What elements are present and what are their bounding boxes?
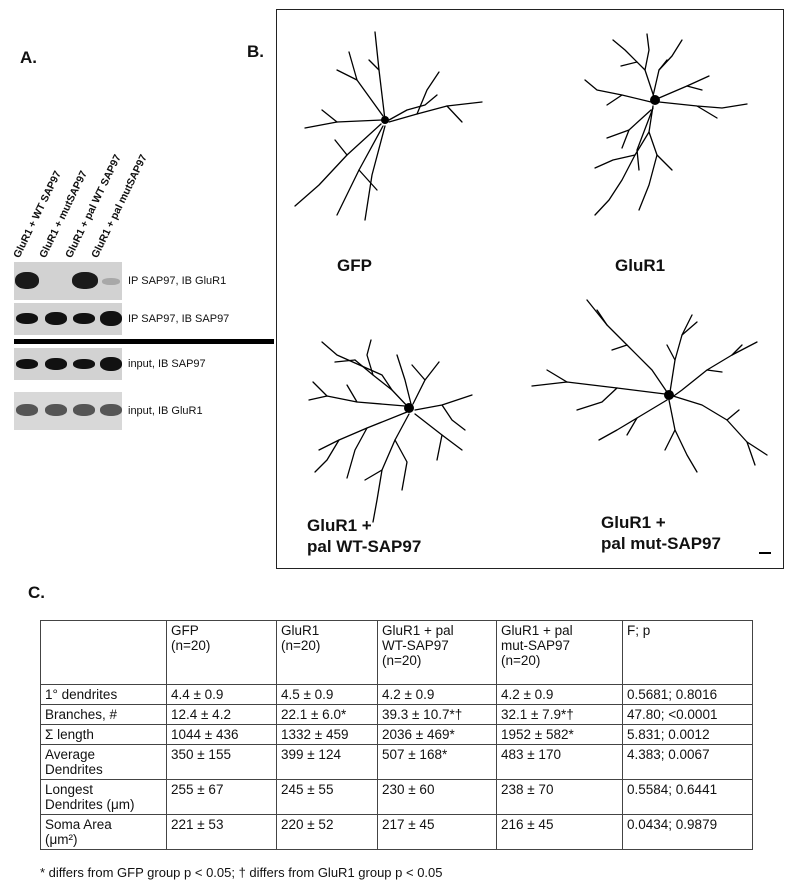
blot-label: input, IB SAP97 — [128, 358, 206, 370]
table-cell: Σ length — [40, 724, 167, 745]
table-footnote: * differs from GFP group p < 0.05; † dif… — [40, 865, 443, 880]
table-cell: 1952 ± 582* — [496, 724, 623, 745]
lane-labels: GluR1 + WT SAP97 GluR1 + mutSAP97 GluR1 … — [8, 120, 150, 260]
condition-label: GFP — [337, 256, 372, 275]
blot-band — [45, 358, 67, 370]
scale-bar — [759, 552, 771, 554]
table-header-cell: GluR1 + pal mut-SAP97 (n=20) — [496, 620, 623, 685]
table-cell: 0.0434; 0.9879 — [622, 814, 753, 850]
condition-label: GluR1 + pal WT-SAP97 — [307, 516, 422, 556]
table-cell: 32.1 ± 7.9*† — [496, 704, 623, 725]
separator-bar — [14, 339, 274, 344]
table-cell: 230 ± 60 — [377, 779, 497, 815]
table-header-cell: GluR1 (n=20) — [276, 620, 378, 685]
neuron-tracing-panel: GFP GluR1 GluR1 + pal WT-SAP97 GluR1 + p… — [276, 9, 784, 569]
table-cell: 245 ± 55 — [276, 779, 378, 815]
blot-band — [73, 359, 95, 369]
blot-row — [14, 262, 122, 300]
blot-band — [16, 359, 38, 369]
table-cell: 5.831; 0.0012 — [622, 724, 753, 745]
neuron-glur1 — [584, 33, 748, 216]
data-table: GFP (n=20) GluR1 (n=20) GluR1 + pal WT-S… — [40, 620, 753, 850]
blot-band — [73, 313, 95, 324]
table-row: Σ length 1044 ± 436 1332 ± 459 2036 ± 46… — [40, 724, 753, 745]
blot-label: IP SAP97, IB SAP97 — [128, 313, 230, 325]
blot-row — [14, 392, 122, 430]
panel-a-label: A. — [20, 48, 37, 67]
blot-band — [73, 404, 95, 416]
blot-band — [100, 311, 122, 326]
condition-label: GluR1 — [615, 256, 666, 275]
blot-row — [14, 348, 122, 380]
blot-band — [102, 278, 120, 285]
table-row: Longest Dendrites (μm) 255 ± 67 245 ± 55… — [40, 779, 753, 815]
neuron-pal-wt — [308, 339, 473, 523]
table-cell: 4.5 ± 0.9 — [276, 684, 378, 705]
table-cell: 2036 ± 469* — [377, 724, 497, 745]
table-cell: 0.5584; 0.6441 — [622, 779, 753, 815]
panel-b-label: B. — [247, 42, 264, 61]
table-cell: Longest Dendrites (μm) — [40, 779, 167, 815]
neuron-pal-mut — [531, 299, 768, 473]
table-row: Average Dendrites 350 ± 155 399 ± 124 50… — [40, 744, 753, 780]
table-cell: Soma Area (μm²) — [40, 814, 167, 850]
table-cell: 12.4 ± 4.2 — [166, 704, 277, 725]
table-cell: 0.5681; 0.8016 — [622, 684, 753, 705]
table-cell: 483 ± 170 — [496, 744, 623, 780]
table-cell: 350 ± 155 — [166, 744, 277, 780]
table-header-cell: F; p — [622, 620, 753, 685]
table-row: Soma Area (μm²) 221 ± 53 220 ± 52 217 ± … — [40, 814, 753, 850]
blot-band — [100, 357, 122, 371]
blot-row — [14, 303, 122, 335]
table-cell: 399 ± 124 — [276, 744, 378, 780]
neuron-gfp — [294, 31, 483, 221]
table-cell: Branches, # — [40, 704, 167, 725]
blot-band — [72, 272, 98, 289]
panel-c-label: C. — [28, 583, 45, 602]
blot-band — [15, 272, 39, 289]
table-header-cell — [40, 620, 167, 685]
table-cell: 4.383; 0.0067 — [622, 744, 753, 780]
table-cell: 1332 ± 459 — [276, 724, 378, 745]
table-header-cell: GluR1 + pal WT-SAP97 (n=20) — [377, 620, 497, 685]
table-cell: 238 ± 70 — [496, 779, 623, 815]
table-cell: 4.2 ± 0.9 — [496, 684, 623, 705]
blot-band — [100, 404, 122, 416]
table-row: 1° dendrites 4.4 ± 0.9 4.5 ± 0.9 4.2 ± 0… — [40, 684, 753, 705]
table-cell: 22.1 ± 6.0* — [276, 704, 378, 725]
table-cell: Average Dendrites — [40, 744, 167, 780]
table-cell: 1° dendrites — [40, 684, 167, 705]
table-cell: 220 ± 52 — [276, 814, 378, 850]
table-cell: 217 ± 45 — [377, 814, 497, 850]
blot-label: IP SAP97, IB GluR1 — [128, 275, 227, 287]
table-header-row: GFP (n=20) GluR1 (n=20) GluR1 + pal WT-S… — [40, 620, 753, 685]
table-cell: 4.2 ± 0.9 — [377, 684, 497, 705]
table-cell: 1044 ± 436 — [166, 724, 277, 745]
condition-label: GluR1 + pal mut-SAP97 — [601, 513, 721, 553]
table-row: Branches, # 12.4 ± 4.2 22.1 ± 6.0* 39.3 … — [40, 704, 753, 725]
blot-band — [45, 404, 67, 416]
table-cell: 47.80; <0.0001 — [622, 704, 753, 725]
table-cell: 507 ± 168* — [377, 744, 497, 780]
blot-band — [45, 312, 67, 325]
table-cell: 216 ± 45 — [496, 814, 623, 850]
neuron-drawings — [294, 31, 768, 523]
table-header-cell: GFP (n=20) — [166, 620, 277, 685]
table-cell: 221 ± 53 — [166, 814, 277, 850]
table-cell: 4.4 ± 0.9 — [166, 684, 277, 705]
blot-band — [16, 313, 38, 324]
table-cell: 255 ± 67 — [166, 779, 277, 815]
table-cell: 39.3 ± 10.7*† — [377, 704, 497, 725]
blot-band — [16, 404, 38, 416]
blot-label: input, IB GluR1 — [128, 405, 203, 417]
